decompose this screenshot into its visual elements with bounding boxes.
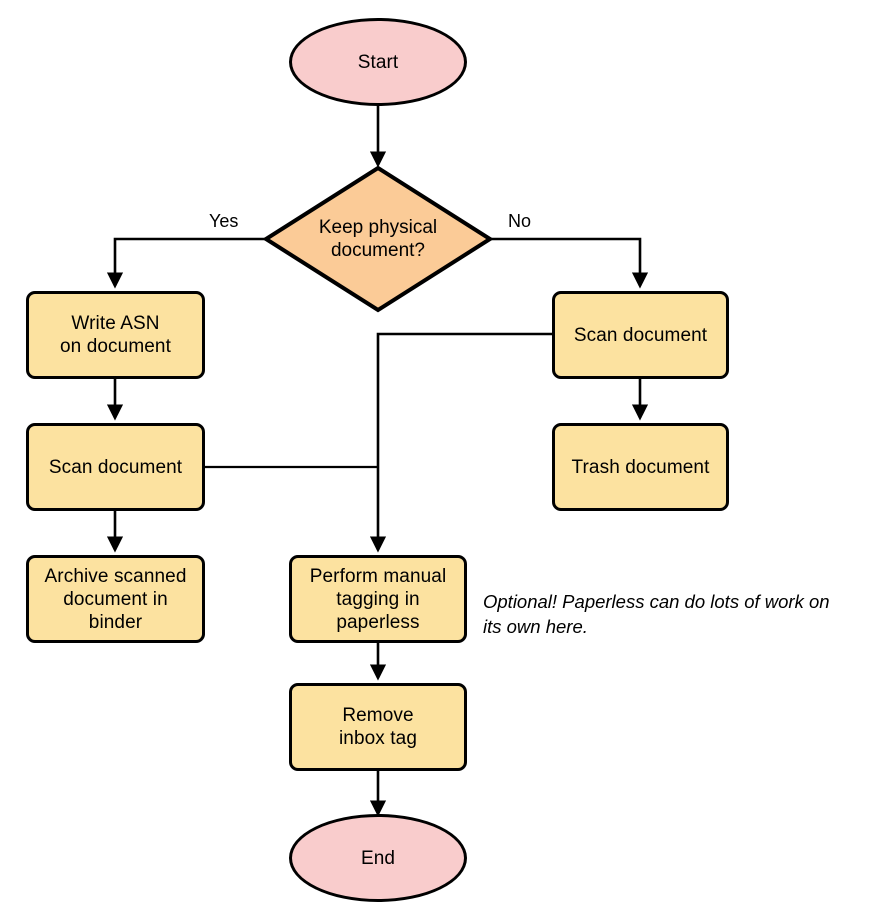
note-optional-line1: Optional! Paperless can do lots of work … (483, 591, 830, 612)
node-start[interactable]: Start (289, 18, 467, 106)
node-scan-document-left-label: Scan document (48, 456, 183, 478)
note-optional-line2: its own here. (483, 616, 588, 637)
node-decision-label-line2: document? (330, 240, 425, 261)
node-tagging-line1: Perform manual (309, 565, 447, 587)
node-write-asn[interactable]: Write ASN on document (26, 291, 205, 379)
node-trash-document[interactable]: Trash document (552, 423, 729, 511)
node-perform-manual-tagging[interactable]: Perform manual tagging in paperless (289, 555, 467, 643)
node-decision-label-group: Keep physical document? (266, 168, 490, 310)
node-archive-line3: binder (88, 611, 143, 633)
node-tagging-line2: tagging in (336, 588, 420, 610)
node-end[interactable]: End (289, 814, 467, 902)
decision-diamond-shape (262, 165, 494, 313)
node-trash-document-label: Trash document (571, 456, 710, 478)
node-archive-scanned-document[interactable]: Archive scanned document in binder (26, 555, 205, 643)
edge-decision-yes-to-write-asn (106, 237, 266, 289)
node-decision-keep-physical[interactable]: Keep physical document? (266, 168, 490, 310)
node-write-asn-line1: Write ASN (71, 313, 160, 334)
node-end-label: End (360, 847, 396, 869)
node-start-label: Start (357, 51, 399, 73)
node-remove-inbox-line1: Remove (342, 705, 414, 726)
node-archive-line1: Archive scanned (44, 565, 187, 587)
node-tagging-line3: paperless (336, 611, 420, 633)
node-archive-line2: document in (63, 588, 168, 610)
edge-label-no: No (508, 211, 532, 231)
node-remove-inbox-tag[interactable]: Remove inbox tag (289, 683, 467, 771)
node-scan-document-left[interactable]: Scan document (26, 423, 205, 511)
edge-decision-no-to-scan-right (490, 237, 649, 289)
edge-label-yes: Yes (209, 211, 239, 231)
node-decision-label-line1: Keep physical (318, 217, 438, 238)
note-optional-paperless: Optional! Paperless can do lots of work … (483, 589, 883, 639)
node-write-asn-line2: on document (60, 336, 171, 357)
node-remove-inbox-line2: inbox tag (338, 728, 417, 749)
node-scan-document-right[interactable]: Scan document (552, 291, 729, 379)
edge-scan-right-to-tagging (369, 332, 552, 553)
node-scan-document-right-label: Scan document (573, 324, 708, 346)
